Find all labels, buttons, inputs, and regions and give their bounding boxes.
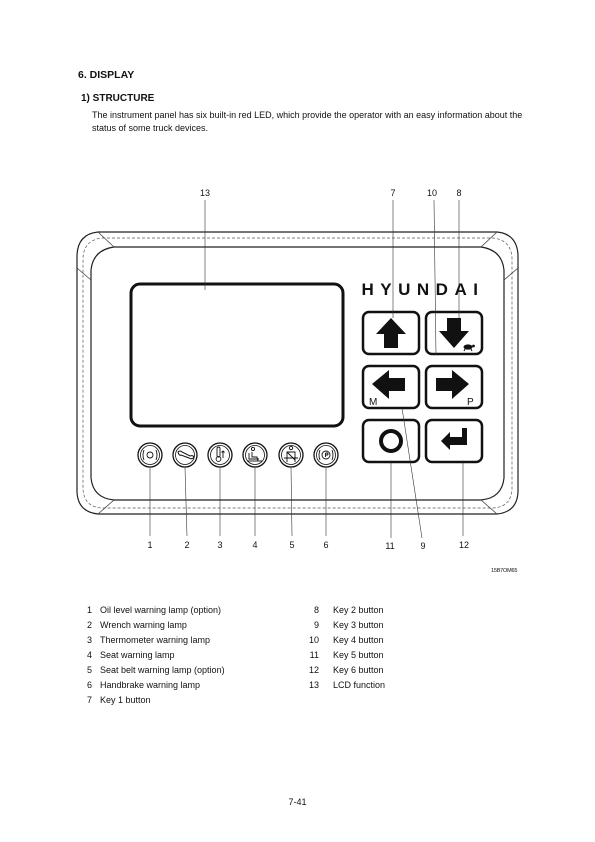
arrow-down-icon [439,318,469,348]
key-2-button[interactable] [424,310,484,356]
callout-3: 3 [217,540,222,550]
seat-lamp [242,442,268,468]
callout-11: 11 [385,541,394,551]
key-1-button[interactable] [361,310,421,356]
callout-2: 2 [184,540,189,550]
arrow-left-icon [372,370,405,399]
page-number: 7-41 [288,797,307,807]
key-label-m: M [369,397,377,408]
circle-icon [379,429,403,453]
seat-icon [247,446,262,462]
seat-belt-icon [284,445,298,462]
seat-belt-lamp [278,442,304,468]
key-3-button[interactable]: M [361,364,421,410]
handbrake-icon [318,449,334,461]
callout-5: 5 [289,540,294,550]
key-4-button[interactable]: P [424,364,484,410]
callout-10: 10 [427,188,437,198]
handbrake-lamp [313,442,339,468]
key-6-button[interactable] [424,418,484,464]
arrow-right-icon [436,370,469,399]
panel-outer-dash [82,237,513,509]
callout-4: 4 [252,540,257,550]
key-label-p: P [467,397,474,408]
figure-code: 15B7OM65 [491,568,518,574]
callout-12: 12 [459,540,469,550]
callout-8: 8 [456,188,461,198]
callout-9: 9 [420,541,425,551]
callout-7: 7 [390,188,395,198]
section-title: 6. DISPLAY [78,69,135,81]
wrench-lamp [172,442,198,468]
oil-level-lamp [137,442,163,468]
key-5-button[interactable] [361,418,421,464]
wrench-icon [177,450,195,460]
leader-lines [149,199,464,539]
intro-paragraph: The instrument panel has six built-in re… [92,110,523,133]
callout-13: 13 [200,188,210,198]
brand-logo: HYUNDAI [362,280,485,299]
arrow-up-icon [376,318,406,348]
enter-icon [441,428,467,450]
turtle-icon [463,344,475,352]
thermometer-lamp [207,442,233,468]
thermometer-icon [215,446,225,462]
lcd-screen [129,282,345,428]
callout-6: 6 [323,540,328,550]
oil-level-icon [142,449,158,461]
callout-1: 1 [147,540,152,550]
subsection-title: 1) STRUCTURE [81,93,155,104]
